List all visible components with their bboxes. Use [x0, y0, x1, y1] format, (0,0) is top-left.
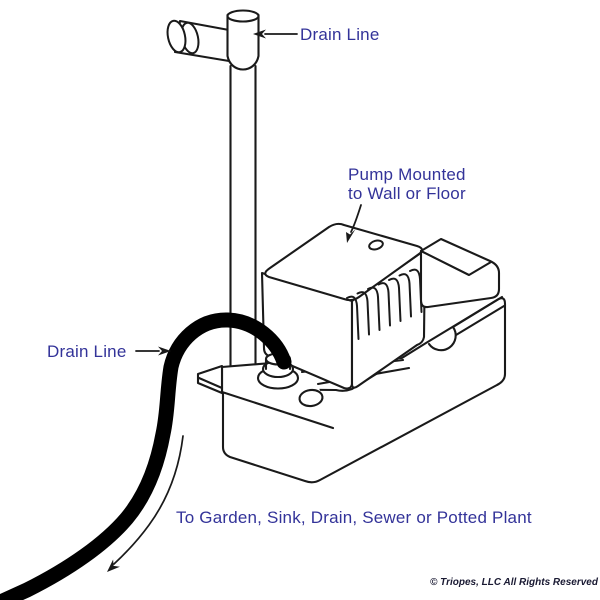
flexible-drain-hose [0, 312, 292, 600]
housing-top-hole [368, 239, 384, 251]
terminal-cover [419, 237, 501, 309]
label-drain-line-top: Drain Line [300, 25, 380, 44]
mounting-tab-edge [197, 376, 224, 390]
pump-label-arrow [346, 204, 362, 243]
arrowhead-icon [346, 229, 356, 243]
flow-direction-arrow [107, 435, 184, 572]
label-pump-mounted-line1: Pump Mounted [348, 165, 466, 184]
condensate-pump [196, 222, 507, 484]
label-pump-mounted-line2: to Wall or Floor [348, 184, 466, 203]
flow-arrowhead-icon [107, 559, 120, 572]
pump-tank [221, 297, 507, 484]
copyright-notice: © Triopes, LLC All Rights Reserved [430, 577, 598, 588]
vent-slats [346, 268, 423, 340]
arrowhead-icon [158, 346, 171, 356]
label-arrows [135, 29, 362, 356]
tank-rim-outer [427, 295, 504, 352]
label-drain-line-left: Drain Line [47, 342, 127, 361]
top-drain-line-arrow [253, 29, 298, 39]
pipe-fill [230, 58, 256, 371]
terminal-cover-crease [419, 249, 493, 277]
motor-housing-side [350, 248, 427, 389]
label-destination: To Garden, Sink, Drain, Sewer or Potted … [176, 508, 532, 527]
left-drain-line-arrow [135, 346, 171, 356]
tee-open-top [226, 9, 260, 23]
label-pump-mounted: Pump Mounted to Wall or Floor [348, 165, 466, 203]
tank-rim-inner [454, 304, 506, 337]
tee-fitting [226, 13, 260, 71]
branch-open-end [166, 19, 187, 54]
arrowhead-icon [253, 29, 266, 39]
mounting-hole [298, 388, 324, 408]
